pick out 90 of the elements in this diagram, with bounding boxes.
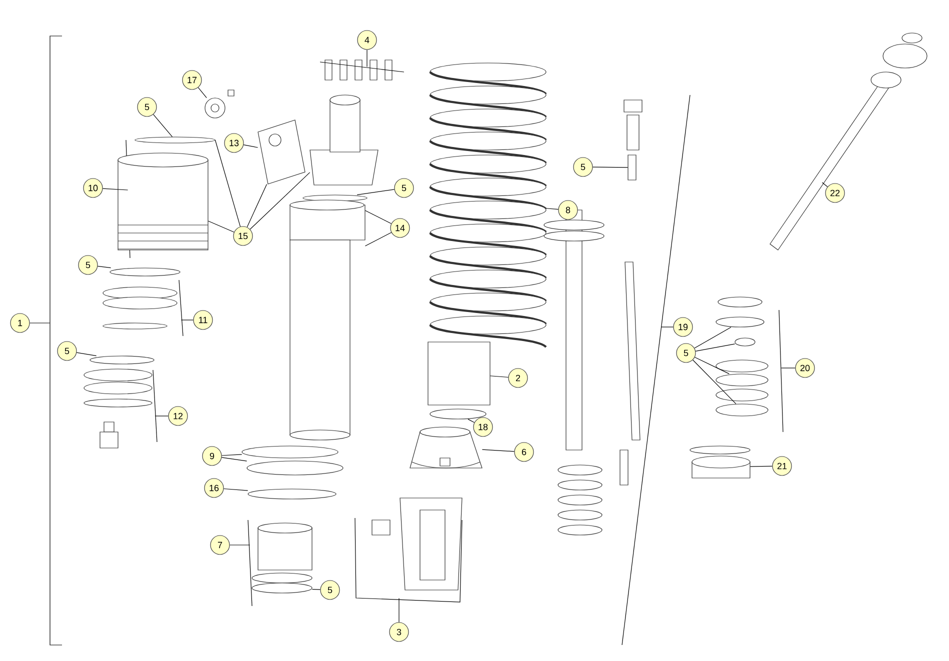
callout-number: 20 [795, 358, 815, 378]
ring-drawing [90, 356, 154, 364]
leader-line [468, 418, 475, 423]
leader-line [102, 188, 128, 190]
callout-number: 8 [558, 200, 578, 220]
callout-number: 5 [57, 341, 77, 361]
leader-line [364, 210, 392, 224]
leader-line [214, 140, 241, 227]
leader-line [221, 454, 242, 456]
leader-line [243, 144, 258, 148]
bracket [152, 370, 158, 442]
leader-line [223, 488, 248, 491]
callout-number: 5 [676, 343, 696, 363]
ring-drawing [248, 488, 336, 500]
callout-number: 3 [389, 622, 409, 642]
leader-line [208, 220, 234, 232]
leader-line [546, 208, 559, 210]
nut-drawing [242, 446, 338, 458]
washer-drawing [204, 98, 226, 118]
leader-line [356, 189, 395, 196]
leader-line [694, 326, 732, 348]
body-drawing [290, 200, 366, 440]
leader-line [198, 87, 207, 98]
bump-stop-drawing [428, 342, 490, 406]
ring-drawing [430, 408, 486, 420]
callout-number: 5 [78, 255, 98, 275]
callout-number: 9 [202, 446, 222, 466]
leader-line [490, 376, 509, 378]
leader-line [482, 449, 515, 452]
callout-number: 19 [673, 317, 693, 337]
callout-number: 21 [772, 456, 792, 476]
callout-number: 5 [394, 178, 414, 198]
leader-line [76, 352, 97, 356]
head-drawing [310, 94, 378, 186]
leader-line [250, 172, 310, 230]
callout-number: 12 [168, 406, 188, 426]
ring-drawing [716, 404, 768, 416]
leader-line [692, 360, 736, 404]
callout-number: 11 [193, 310, 213, 330]
bracket [354, 518, 462, 602]
leader-line [364, 232, 392, 246]
bracket [320, 62, 404, 72]
callout-number: 22 [825, 183, 845, 203]
callout-number: 4 [357, 30, 377, 50]
leader-line [592, 166, 628, 168]
leader-line [246, 184, 268, 228]
spring-drawing [429, 62, 547, 348]
leader-line [660, 326, 674, 328]
callout-number: 1 [10, 313, 30, 333]
ring-drawing [716, 374, 768, 386]
callout-number: 17 [182, 70, 202, 90]
bracket [50, 36, 62, 646]
leader-line [221, 457, 248, 462]
leader-line [366, 50, 368, 68]
callout-number: 14 [390, 218, 410, 238]
callout-number: 13 [224, 133, 244, 153]
leader-line [822, 182, 828, 188]
leader-line [694, 356, 730, 374]
ring-drawing [734, 338, 756, 346]
damper-rod-drawing [770, 32, 928, 250]
callout-number: 6 [514, 442, 534, 462]
callout-number: 10 [83, 178, 103, 198]
callout-number: 5 [137, 97, 157, 117]
bracket [178, 280, 184, 336]
bracket [622, 94, 690, 646]
callout-number: 16 [204, 478, 224, 498]
ring-drawing [252, 582, 312, 594]
callout-number: 5 [573, 157, 593, 177]
leader-line [230, 544, 250, 546]
callout-number: 2 [508, 368, 528, 388]
head-drawing [258, 120, 306, 184]
leader-line [97, 266, 112, 268]
ring-drawing [716, 316, 764, 328]
leader-line [695, 344, 736, 352]
bracket [248, 520, 252, 606]
cap-drawing [692, 456, 750, 478]
callout-number: 18 [473, 417, 493, 437]
leader-line [398, 598, 400, 622]
nut-drawing [246, 460, 344, 476]
leader-line [750, 466, 773, 467]
leader-line [30, 322, 50, 324]
callout-number: 7 [210, 535, 230, 555]
bracket [778, 310, 784, 432]
callout-number: 15 [233, 226, 253, 246]
leader-line [312, 588, 321, 590]
leader-line [153, 114, 173, 138]
callout-number: 5 [320, 580, 340, 600]
ring-drawing [110, 268, 180, 276]
reservoir-drawing [118, 152, 208, 250]
ring-drawing [134, 136, 216, 144]
